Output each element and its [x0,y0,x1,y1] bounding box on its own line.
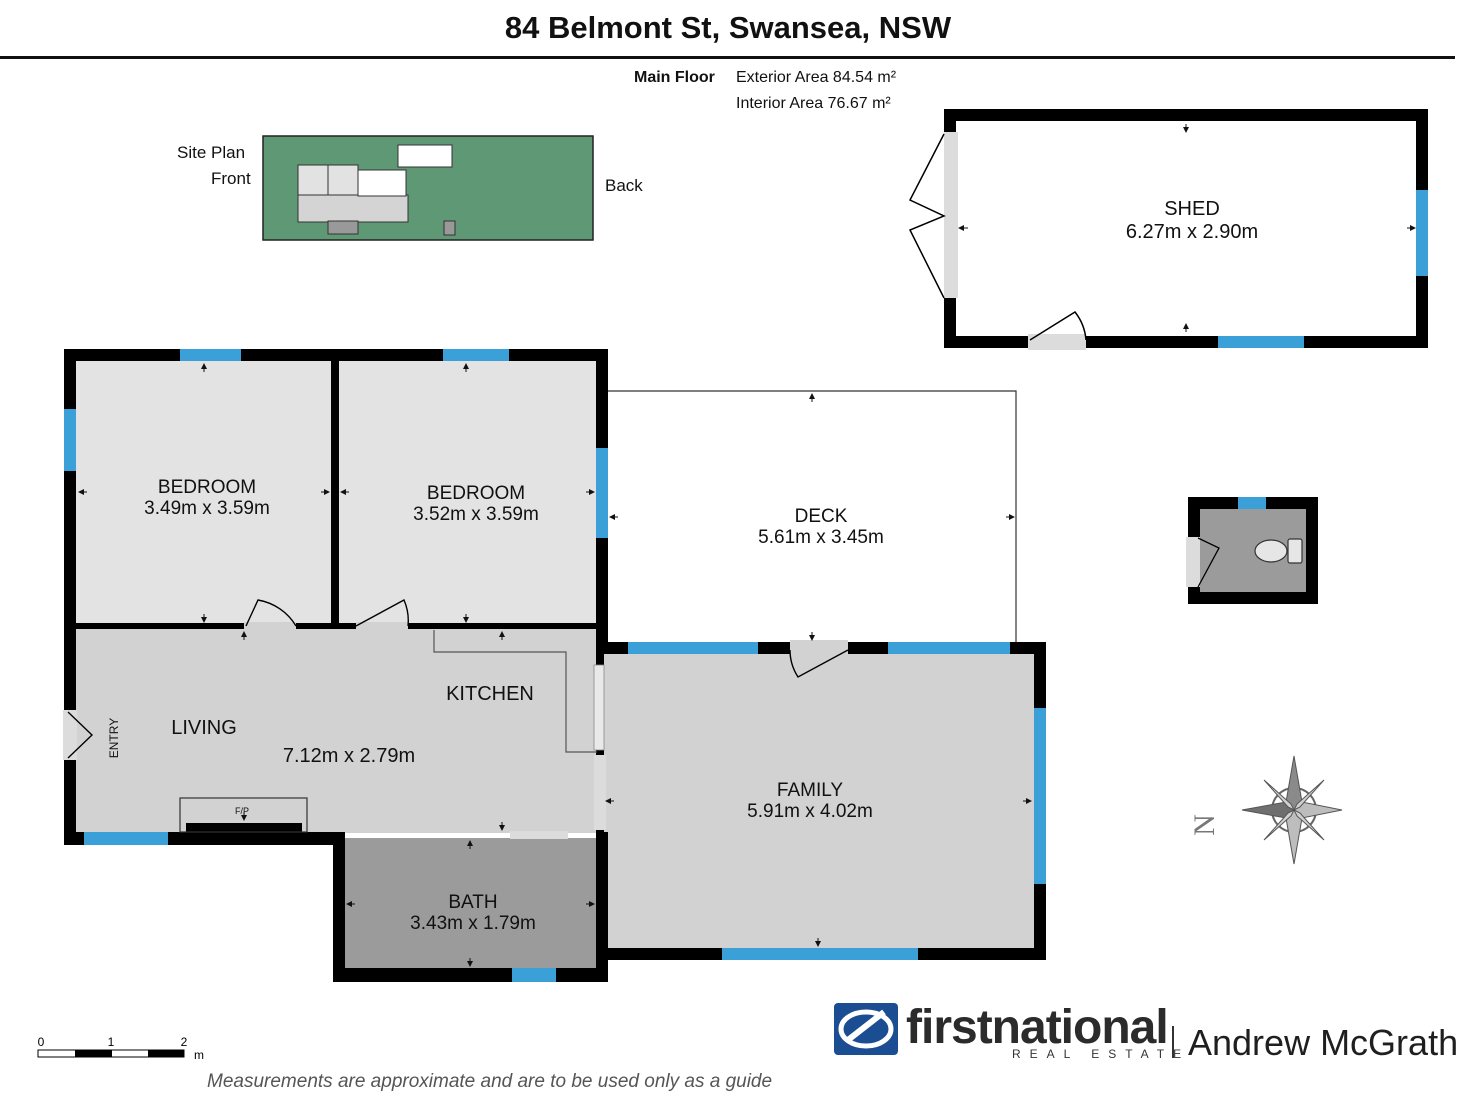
bedroom1-name: BEDROOM [158,477,256,498]
disclaimer: Measurements are approximate and are to … [207,1071,773,1092]
shed-name: SHED [1164,198,1220,220]
living-floor [76,628,596,833]
fireplace-label: F/P [235,806,249,816]
bedroom2-dims: 3.52m x 3.59m [413,504,539,525]
living-name: LIVING [171,717,237,739]
compass-north-label: N [1188,814,1221,836]
family-floor [603,654,1034,948]
site-plan-thumbnail [262,135,594,241]
exterior-area: Exterior Area 84.54 m² [736,69,897,86]
dimension-arrows [78,363,1032,967]
toilet-icon [1254,538,1303,564]
shed-room [908,109,1428,350]
scale-tick-0: 0 [38,1035,45,1049]
family-dims: 5.91m x 4.02m [747,801,873,822]
fireplace-box [179,797,308,833]
brand-separator [1172,1026,1174,1058]
deck-name: DECK [795,506,848,527]
agent-name: Andrew McGrath [1188,1022,1459,1063]
bedroom1-floor [76,361,331,626]
scale-tick-1: 1 [108,1035,115,1049]
scale-tick-2: 2 [181,1035,188,1049]
scale-bar: 0 1 2 m [37,1035,204,1062]
site-front-label: Front [211,169,251,188]
door-swings [67,599,849,759]
kitchen-bench [433,630,597,753]
title-divider [0,56,1455,59]
page-title: 84 Belmont St, Swansea, NSW [504,10,952,45]
deck-dims: 5.61m x 3.45m [758,527,884,548]
living-dims: 7.12m x 2.79m [283,745,415,767]
bedroom1-dims: 3.49m x 3.59m [144,498,270,519]
deck-outline [607,390,1017,642]
site-plan-label: Site Plan [177,143,246,162]
shed-dims: 6.27m x 2.90m [1126,221,1258,243]
family-name: FAMILY [777,780,843,801]
bath-name: BATH [448,892,497,913]
entry-label: ENTRY [107,718,121,758]
brand-logo-icon [834,1003,898,1055]
bath-floor [345,838,596,968]
kitchen-name: KITCHEN [446,683,534,705]
scale-unit: m [194,1048,204,1062]
compass-rose-icon [1241,755,1343,865]
windows [64,349,1046,982]
bath-dims: 3.43m x 1.79m [410,913,536,934]
interior-area: Interior Area 76.67 m² [736,95,891,112]
brand-name: firstnational [906,1001,1169,1054]
site-back-label: Back [605,176,643,195]
bedroom2-name: BEDROOM [427,483,525,504]
outhouse-wc [1186,497,1318,604]
brand-subtitle: REAL ESTATE [1012,1047,1191,1061]
floor-name: Main Floor [634,69,715,86]
bedroom2-floor [339,361,596,626]
